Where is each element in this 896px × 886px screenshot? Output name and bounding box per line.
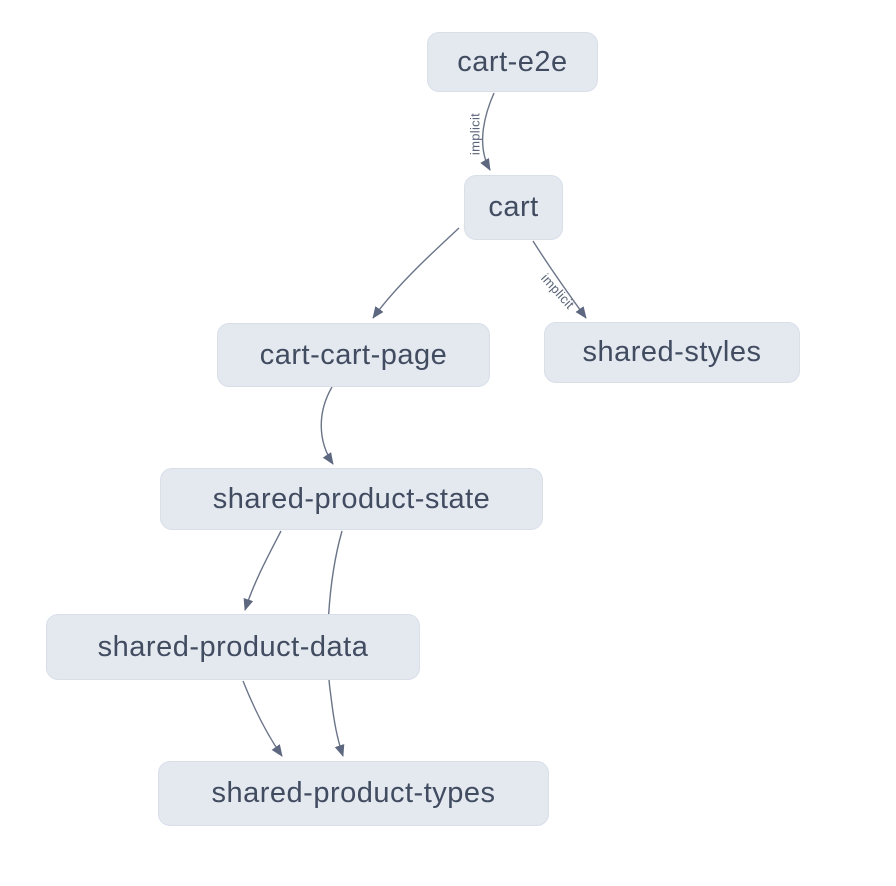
graph-node-cart[interactable]: cart [464,175,563,240]
node-label-shared-product-types: shared-product-types [211,777,496,809]
edge-label-implicit-shared-styles: implicit [538,271,577,312]
graph-node-shared-product-state[interactable]: shared-product-state [160,468,543,530]
graph-node-cart-cart-page[interactable]: cart-cart-page [217,323,490,387]
edge-cart-to-cart-cart-page[interactable] [372,227,460,319]
edge-shared-product-data-to-shared-product-types[interactable] [242,680,283,757]
graph-node-shared-product-data[interactable]: shared-product-data [46,614,420,680]
graph-node-shared-styles[interactable]: shared-styles [544,322,800,383]
edge-cart-cart-page-to-shared-product-state[interactable] [320,386,334,465]
node-label-cart-e2e: cart-e2e [457,45,568,78]
graph-node-cart-e2e[interactable]: cart-e2e [427,32,598,92]
node-label-shared-product-data: shared-product-data [97,630,369,663]
edge-shared-product-state-to-shared-product-data[interactable] [243,530,282,611]
node-label-shared-styles: shared-styles [582,336,762,368]
edge-cart-to-shared-styles[interactable] [532,240,587,319]
node-label-cart-cart-page: cart-cart-page [259,338,448,371]
edge-cart-e2e-to-cart[interactable] [480,92,495,171]
node-label-cart: cart [488,191,539,223]
graph-node-shared-product-types[interactable]: shared-product-types [158,761,549,826]
edge-label-implicit-cart-e2e: implicit [467,113,482,155]
node-label-shared-product-state: shared-product-state [212,482,491,515]
